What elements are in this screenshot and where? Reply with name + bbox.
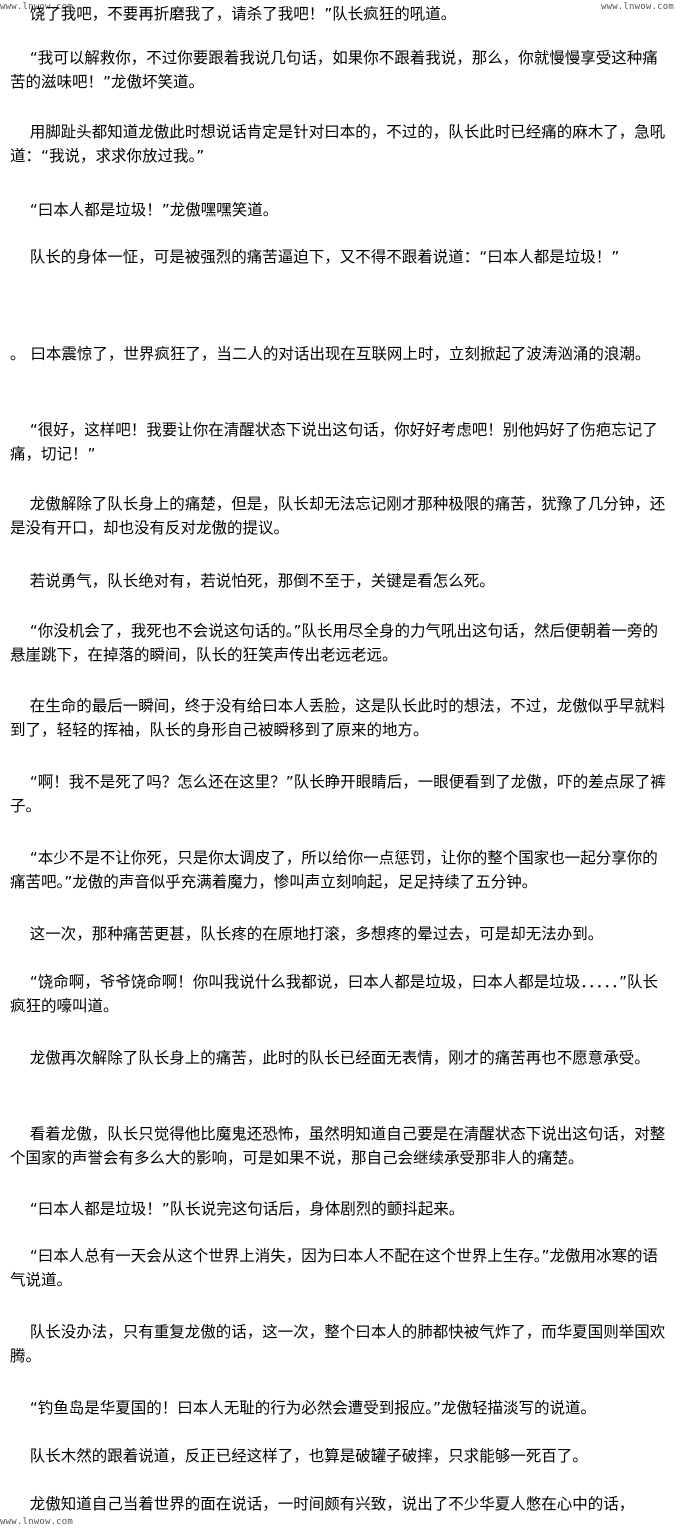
paragraph-4: “曰本人都是垃圾！”龙傲嘿嘿笑道。 xyxy=(10,201,279,219)
paragraph-7: “很好，这样吧！我要让你在清醒状态下说出这句话，你好好考虑吧！别他妈好了伤疤忘记… xyxy=(10,421,658,463)
paragraph-5: 队长的身体一怔，可是被强烈的痛苦逼迫下，又不得不跟着说道：“曰本人都是垃圾！” xyxy=(10,248,620,266)
paragraph-12: “啊！我不是死了吗？怎么还在这里？”队长睁开眼睛后，一眼便看到了龙傲，吓的差点尿… xyxy=(10,773,666,815)
paragraph-18: “曰本人都是垃圾！”队长说完这句话后，身体剧烈的颤抖起来。 xyxy=(10,1200,465,1218)
paragraph-15: “饶命啊，爷爷饶命啊！你叫我说什么我都说，曰本人都是垃圾，曰本人都是垃圾．．．．… xyxy=(10,973,659,1015)
paragraph-17: 看着龙傲，队长只觉得他比魔鬼还恐怖，虽然明知道自己要是在清醒状态下说出这句话，对… xyxy=(10,1125,666,1167)
paragraph-6: 。 曰本震惊了，世界疯狂了，当二人的对话出现在互联网上时，立刻掀起了波涛汹涌的浪… xyxy=(10,345,651,363)
watermark-bottom-left: www.lnwow.com xyxy=(0,1517,74,1527)
paragraph-21: “钓鱼岛是华夏国的！曰本人无耻的行为必然会遭受到报应。”龙傲轻描淡写的说道。 xyxy=(10,1399,597,1417)
paragraph-13: “本少不是不让你死，只是你太调皮了，所以给你一点惩罚，让你的整个国家也一起分享你… xyxy=(10,849,658,891)
paragraph-20: 队长没办法，只有重复龙傲的话，这一次，整个曰本人的肺都快被气炸了，而华夏国则举国… xyxy=(10,1323,666,1365)
paragraph-2: “我可以解救你，不过你要跟着我说几句话，如果你不跟着我说，那么，你就慢慢享受这种… xyxy=(10,49,658,91)
paragraph-10: “你没机会了，我死也不会说这句话的。”队长用尽全身的力气吼出这句话，然后便朝着一… xyxy=(10,622,659,664)
paragraph-1: 饶了我吧，不要再折磨我了，请杀了我吧！”队长疯狂的吼道。 xyxy=(10,5,457,23)
paragraph-22: 队长木然的跟着说道，反正已经这样了，也算是破罐子破摔，只求能够一死百了。 xyxy=(10,1447,588,1465)
watermark-top-right: www.lnwow.com xyxy=(600,2,674,12)
paragraph-8: 龙傲解除了队长身上的痛楚，但是，队长却无法忘记刚才那种极限的痛苦，犹豫了几分钟，… xyxy=(10,495,666,537)
paragraph-14: 这一次，那种痛苦更甚，队长疼的在原地打滚，多想疼的晕过去，可是却无法办到。 xyxy=(10,925,604,943)
paragraph-16: 龙傲再次解除了队长身上的痛苦，此时的队长已经面无表情，刚才的痛苦再也不愿意承受。 xyxy=(10,1049,650,1067)
paragraph-9: 若说勇气，队长绝对有，若说怕死，那倒不至于，关键是看怎么死。 xyxy=(10,572,495,590)
watermark-top-left: www.lnwow.com xyxy=(0,2,74,12)
paragraph-3: 用脚趾头都知道龙傲此时想说话肯定是针对曰本的，不过的，队长此时已经痛的麻木了，急… xyxy=(10,123,666,165)
paragraph-23: 龙傲知道自己当着世界的面在说话，一时间颇有兴致，说出了不少华夏人憋在心中的话， xyxy=(10,1495,635,1513)
paragraph-11: 在生命的最后一瞬间，终于没有给曰本人丢脸，这是队长此时的想法，不过，龙傲似乎早就… xyxy=(10,697,666,739)
paragraph-19: “曰本人总有一天会从这个世界上消失，因为曰本人不配在这个世界上生存。”龙傲用冰寒… xyxy=(10,1247,659,1289)
